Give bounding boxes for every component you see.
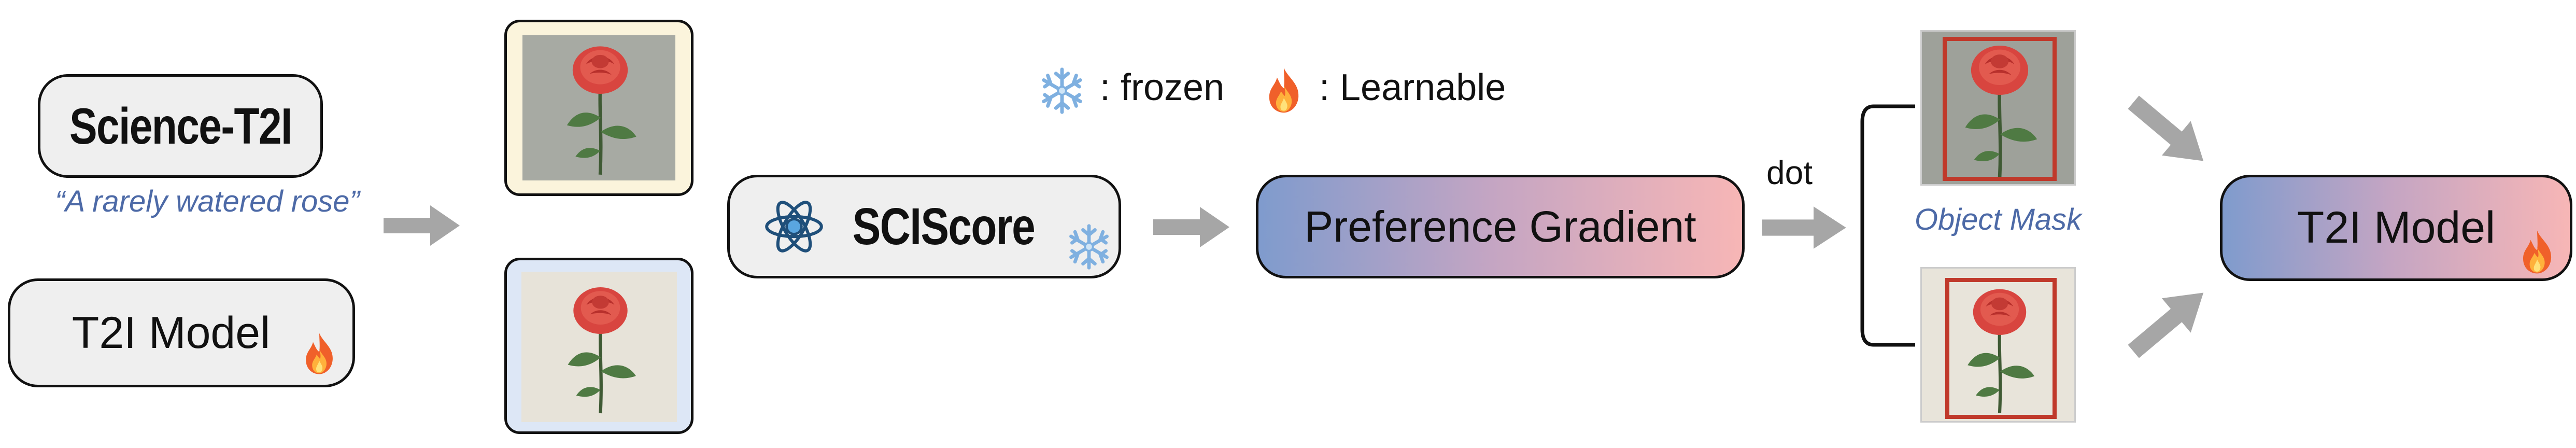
rose-image: [547, 278, 654, 418]
t2i-model-left-box: T2I Model: [8, 278, 355, 387]
generated-image-bottom: [504, 258, 693, 434]
bracket: [1860, 104, 1915, 347]
fire-icon: [297, 330, 342, 377]
atom-icon: [763, 195, 825, 258]
masked-image-bottom: [1920, 267, 2076, 423]
arrow-icon: [2117, 82, 2221, 182]
t2i-model-right-label: T2I Model: [2297, 203, 2496, 253]
legend-learnable-label: : Learnable: [1319, 67, 1506, 108]
arrow-icon: [1153, 204, 1231, 250]
t2i-model-left-label: T2I Model: [72, 307, 271, 358]
preference-gradient-label: Preference Gradient: [1304, 202, 1696, 251]
dot-label: dot: [1766, 154, 1813, 191]
t2i-model-right-box: T2I Model: [2220, 175, 2572, 281]
object-mask-box: [1943, 37, 2057, 181]
science-t2i-box: Science-T2I: [38, 74, 323, 178]
object-mask-box: [1945, 278, 2057, 419]
science-t2i-label: Science-T2I: [69, 97, 292, 155]
prompt-text: “A rarely watered rose”: [55, 185, 360, 218]
rose-image: [548, 37, 652, 179]
object-mask-label: Object Mask: [1914, 203, 2082, 236]
masked-image-top: [1920, 30, 2076, 186]
arrow-icon: [384, 202, 461, 249]
snowflake-icon: [1037, 65, 1087, 116]
legend-frozen-label: : frozen: [1100, 67, 1225, 108]
fire-icon: [1259, 64, 1308, 116]
legend: : frozen : Learnable: [1037, 62, 1555, 119]
arrow-icon: [2117, 272, 2221, 371]
sciscore-label: SCIScore: [852, 197, 1035, 256]
generated-image-top: [504, 20, 693, 196]
snowflake-icon: [1064, 222, 1114, 272]
preference-gradient-box: Preference Gradient: [1256, 175, 1745, 278]
fire-icon: [2514, 227, 2560, 277]
arrow-icon: [1762, 203, 1848, 252]
sciscore-box: SCIScore: [727, 175, 1121, 278]
